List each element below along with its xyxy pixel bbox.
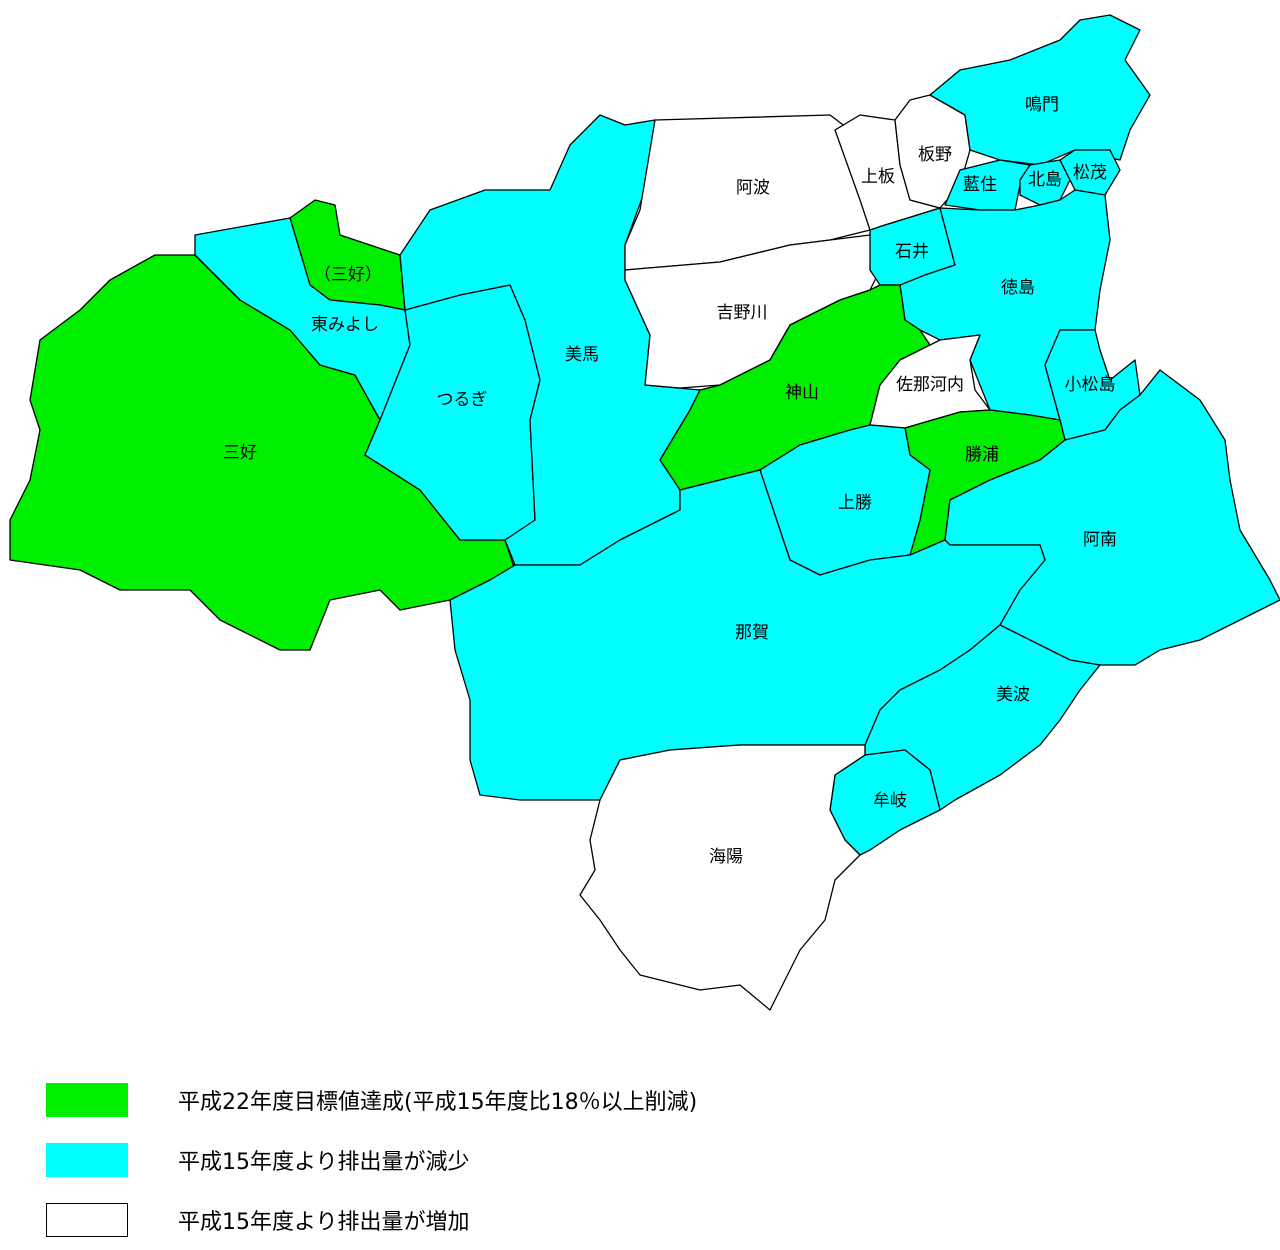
label-minami: 美波 <box>996 685 1030 705</box>
tokushima-map: 三好 （三好） 神山 勝浦 東みよし つるぎ 美馬 鳴門 藍住 北島 松茂 石井… <box>9 14 1280 1011</box>
label-kamiita: 上板 <box>861 167 895 187</box>
region-matsushige <box>1059 149 1121 196</box>
region-naruto <box>929 14 1151 166</box>
label-yoshinogawa: 吉野川 <box>717 303 768 323</box>
region-labels: 三好 （三好） 神山 勝浦 東みよし つるぎ 美馬 鳴門 藍住 北島 松茂 石井… <box>223 95 1117 867</box>
label-anan: 阿南 <box>1083 530 1117 550</box>
label-miyoshi-city: （三好） <box>314 265 382 285</box>
label-mugi: 牟岐 <box>873 791 907 811</box>
label-aizumi: 藍住 <box>963 175 997 195</box>
label-awa: 阿波 <box>736 178 770 198</box>
region-minami <box>864 624 1101 811</box>
legend-item-increased: 平成15年度より排出量が増加 <box>46 1190 697 1250</box>
label-kaiyo: 海陽 <box>709 847 743 867</box>
legend-label-increased: 平成15年度より排出量が増加 <box>178 1210 470 1235</box>
label-kitajima: 北島 <box>1028 170 1062 190</box>
legend-label-decreased: 平成15年度より排出量が減少 <box>178 1150 470 1175</box>
label-sanagouchi: 佐那河内 <box>896 375 964 395</box>
label-tsurugi: つるぎ <box>437 390 488 410</box>
legend-swatch-achieved <box>46 1083 128 1117</box>
label-komatsushima: 小松島 <box>1065 375 1116 395</box>
legend-item-achieved: 平成22年度目標値達成(平成15年度比18％以上削減) <box>46 1070 697 1130</box>
legend-label-achieved: 平成22年度目標値達成(平成15年度比18％以上削減) <box>178 1090 698 1115</box>
legend: 平成22年度目標値達成(平成15年度比18％以上削減) 平成15年度より排出量が… <box>46 1070 697 1250</box>
label-higashimiyoshi: 東みよし <box>311 315 379 335</box>
legend-swatch-increased <box>46 1203 128 1237</box>
label-ishii: 石井 <box>895 242 929 262</box>
region-kaiyo <box>579 744 866 1011</box>
label-mima: 美馬 <box>565 345 599 365</box>
label-naruto: 鳴門 <box>1025 95 1059 115</box>
region-naka <box>449 469 1046 801</box>
region-aizumi <box>944 159 1031 211</box>
legend-swatch-decreased <box>46 1143 128 1177</box>
label-kamikatsu: 上勝 <box>838 493 872 513</box>
label-itano: 板野 <box>918 145 952 165</box>
label-matsushige: 松茂 <box>1073 163 1107 183</box>
legend-item-decreased: 平成15年度より排出量が減少 <box>46 1130 697 1190</box>
label-kamiyama: 神山 <box>785 383 819 403</box>
label-miyoshi: 三好 <box>223 443 257 463</box>
label-katsuura: 勝浦 <box>965 445 999 465</box>
label-naka: 那賀 <box>735 623 769 643</box>
label-tokushima: 徳島 <box>1001 278 1035 298</box>
